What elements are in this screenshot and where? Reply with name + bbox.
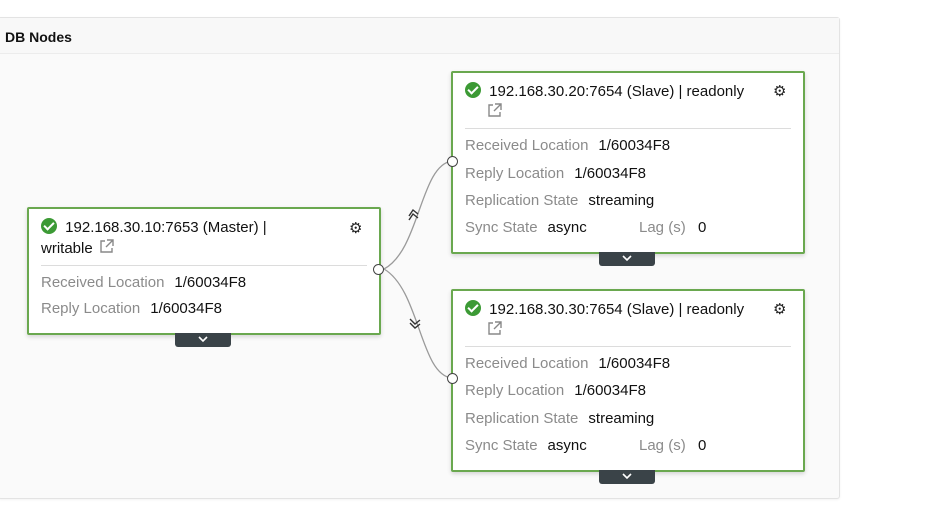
slave2-node[interactable]: 192.168.30.30:7654 (Slave) | readonly ⚙ … (451, 289, 805, 472)
divider (465, 128, 791, 129)
divider (465, 346, 791, 347)
chevron-down-icon (198, 336, 208, 343)
slave1-node[interactable]: 192.168.30.20:7654 (Slave) | readonly ⚙ … (451, 71, 805, 254)
link-to-slave1 (383, 160, 453, 270)
lag-label: Lag (s) (639, 437, 686, 454)
master-node-title: 192.168.30.10:7653 (Master) | writable (41, 218, 267, 257)
panel-header: DB Nodes (0, 18, 839, 54)
slave2-node-title: 192.168.30.30:7654 (Slave) | readonly (465, 299, 744, 341)
lag-value: 0 (698, 219, 707, 236)
lag-value: 0 (698, 437, 707, 454)
master-node[interactable]: 192.168.30.10:7653 (Master) | writable ⚙… (27, 207, 381, 335)
gears-icon[interactable]: ⚙ (773, 83, 787, 100)
divider (41, 265, 367, 266)
chevron-down-icon (622, 255, 632, 262)
check-circle-icon (465, 300, 481, 316)
slave1-node-title: 192.168.30.20:7654 (Slave) | readonly (465, 81, 744, 123)
gears-icon[interactable]: ⚙ (349, 220, 363, 237)
slave1-input-port[interactable] (447, 156, 458, 167)
check-circle-icon (465, 82, 481, 98)
lag-label: Lag (s) (639, 219, 686, 236)
slave2-input-port[interactable] (447, 373, 458, 384)
external-link-icon[interactable] (487, 321, 502, 336)
link-arrow-up-icon (408, 208, 419, 221)
external-link-icon[interactable] (99, 239, 114, 254)
master-expand-button[interactable] (175, 333, 231, 347)
link-arrow-down-icon (409, 318, 421, 329)
slave2-expand-button[interactable] (599, 470, 655, 484)
check-circle-icon (41, 218, 57, 234)
master-output-port[interactable] (373, 264, 384, 275)
gears-icon[interactable]: ⚙ (773, 301, 787, 318)
panel-title: DB Nodes (5, 29, 72, 45)
link-to-slave2 (383, 268, 453, 379)
external-link-icon[interactable] (487, 103, 502, 118)
chevron-down-icon (622, 473, 632, 480)
slave1-expand-button[interactable] (599, 252, 655, 266)
